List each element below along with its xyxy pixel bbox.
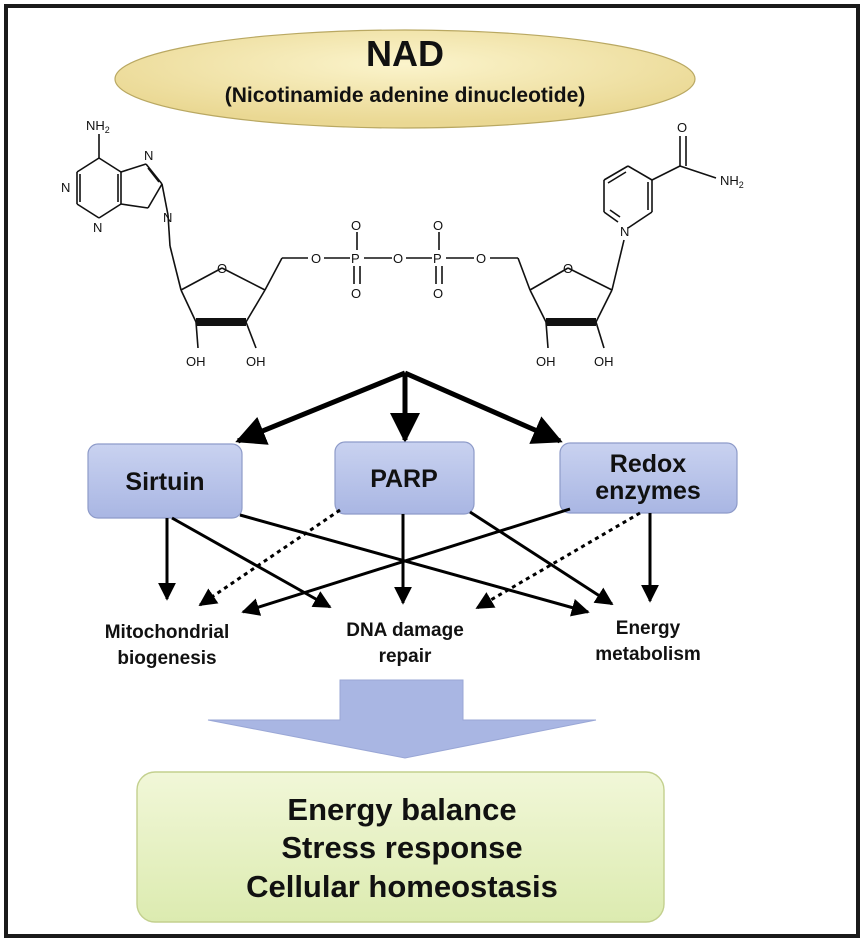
amide-o-label: O: [677, 120, 687, 135]
down-block-arrow: [207, 679, 597, 759]
phosphate-chain: [324, 232, 518, 284]
sirtuin-label: Sirtuin: [125, 468, 204, 496]
process-energy-line1: Energy: [616, 618, 681, 639]
sirtuin-to-energy: [239, 513, 590, 617]
redox-label-line2: enzymes: [595, 477, 701, 505]
title-main: NAD: [366, 33, 444, 74]
outcome-box: [136, 771, 665, 923]
o-minus-label-2: O: [433, 218, 443, 233]
ester-o-label-1: O: [311, 251, 321, 266]
structure-labels: NH2 N N N N O OH OH O P O O O P O O O O …: [61, 118, 744, 369]
bridge-o-label: O: [393, 251, 403, 266]
sirtuin-box: [87, 443, 243, 519]
nad-to-enzyme-arrows: [235, 370, 563, 445]
process-mito-line2: biogenesis: [117, 648, 216, 669]
enzyme-to-process-arrows: [158, 507, 659, 617]
parp-to-energy: [469, 510, 614, 606]
redox-to-dna-dotted: [475, 511, 641, 610]
arrow-to-sirtuin: [235, 370, 406, 445]
o-label-2: O: [433, 286, 443, 301]
adenine-n7-label: N: [144, 148, 153, 163]
process-dna-line2: repair: [379, 646, 432, 667]
enzyme-redox: Redox enzymes: [559, 442, 738, 514]
title-group: NAD (Nicotinamide adenine dinucleotide): [114, 29, 696, 129]
arrow-to-redox: [403, 370, 563, 444]
adenine-n1-label: N: [61, 180, 70, 195]
enzyme-sirtuin: Sirtuin: [87, 443, 243, 519]
nicotinamide-nh2-label: NH2: [720, 173, 744, 190]
oh-label-1: OH: [186, 354, 206, 369]
title-subtitle: (Nicotinamide adenine dinucleotide): [225, 84, 586, 107]
outcome-group: Energy balance Stress response Cellular …: [136, 771, 665, 923]
enzyme-parp: PARP: [334, 441, 475, 515]
redox-to-mito: [241, 507, 571, 616]
phosphorus-label-2: P: [433, 251, 442, 266]
right-ribose: [517, 239, 625, 349]
outcome-stress-response: Stress response: [281, 830, 522, 865]
o-minus-label-1: O: [351, 218, 361, 233]
ribose-o-right-label: O: [563, 261, 573, 276]
nicotinamide-ring: [603, 136, 717, 229]
o-label-1: O: [351, 286, 361, 301]
phosphorus-label-1: P: [351, 251, 360, 266]
process-energy-line2: metabolism: [595, 644, 701, 665]
ribose-o-left-label: O: [217, 261, 227, 276]
oh-label-4: OH: [594, 354, 614, 369]
ester-o-label-2: O: [476, 251, 486, 266]
nicotinamide-nplus-label: N: [620, 224, 629, 239]
adenine-n9-label: N: [163, 210, 172, 225]
oh-label-3: OH: [536, 354, 556, 369]
figure-frame: [4, 4, 860, 938]
parp-label: PARP: [370, 465, 438, 493]
adenine-ring: [76, 134, 171, 247]
nad-structure: [76, 134, 717, 349]
sirtuin-to-dna: [171, 516, 332, 609]
redox-label-line1: Redox: [610, 450, 687, 478]
title-ellipse: [114, 29, 696, 129]
outcome-energy-balance: Energy balance: [287, 792, 516, 827]
adenine-nh2-label: NH2: [86, 118, 110, 135]
oh-label-2: OH: [246, 354, 266, 369]
process-labels: Mitochondrial biogenesis DNA damage repa…: [105, 618, 701, 669]
left-ribose: [169, 245, 308, 349]
process-mito-line1: Mitochondrial: [105, 622, 230, 643]
process-dna-line1: DNA damage: [346, 620, 464, 641]
adenine-n3-label: N: [93, 220, 102, 235]
outcome-cellular-homeostasis: Cellular homeostasis: [246, 869, 558, 904]
